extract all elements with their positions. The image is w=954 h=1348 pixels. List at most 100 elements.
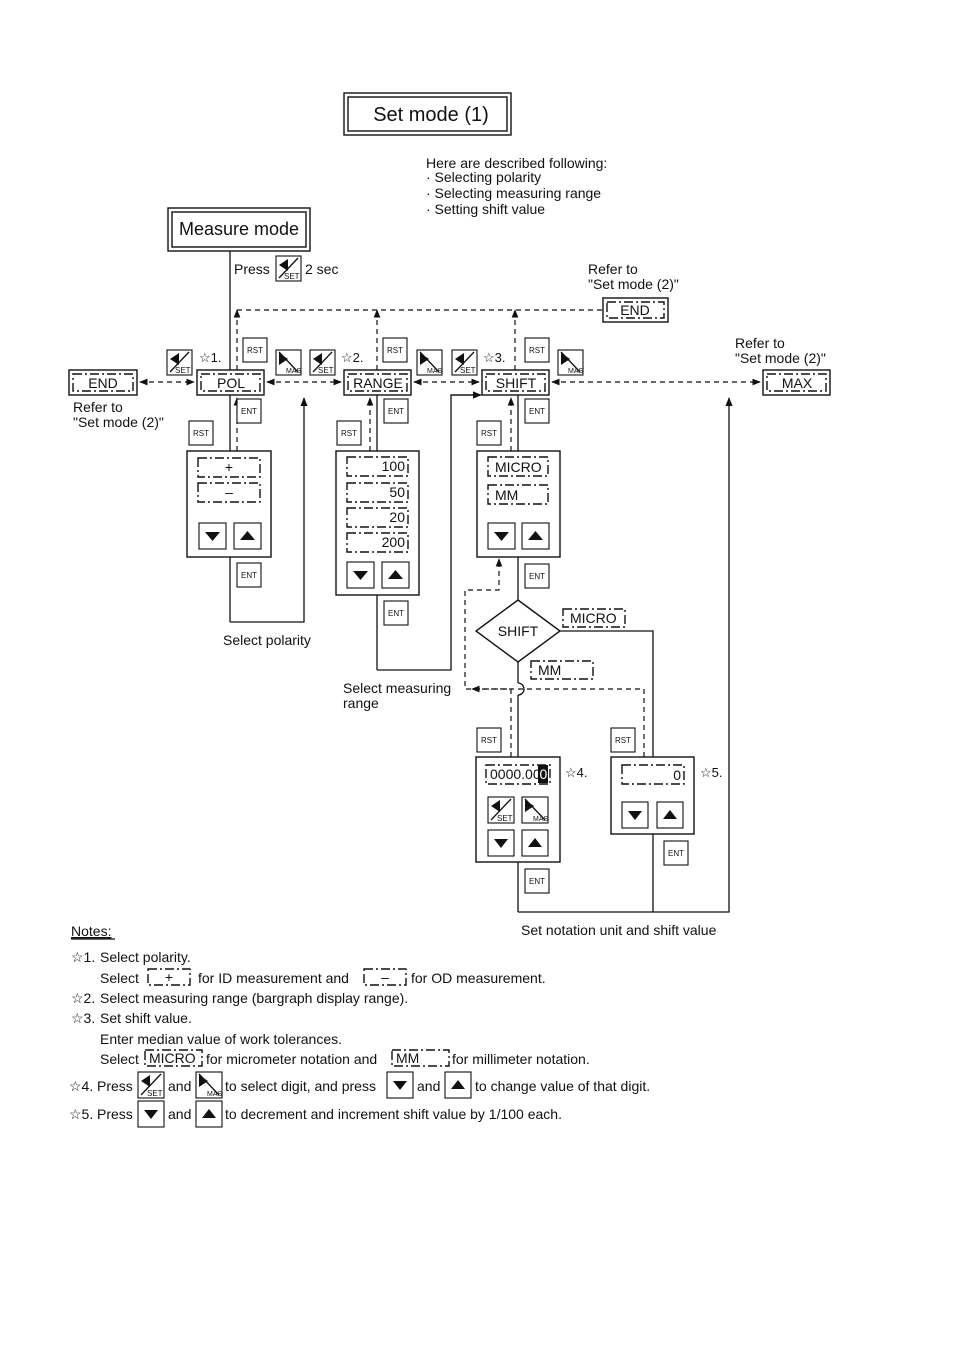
up-key-icon [381,561,410,589]
intro-item: · Selecting polarity [426,169,541,185]
svg-text:MAS: MAS [207,1091,223,1098]
mas-key-icon: MAS [557,349,584,376]
note-mm-box [391,1049,450,1067]
note-5-and: and [168,1106,191,1122]
micro-branch-label: MICRO [562,608,626,628]
caption-set-notation: Set notation unit and shift value [521,922,717,938]
svg-text:ENT: ENT [529,407,545,416]
page-title: Set mode (1) [373,104,489,126]
up-key-icon [521,522,550,550]
measure-mode-box: Measure mode [167,207,311,252]
rst-key: RST [610,727,636,753]
note-star: ☆3. [71,1010,95,1026]
svg-text:SET: SET [175,366,191,375]
press-label: Press [234,261,270,277]
set-key-icon: SET [166,349,193,376]
svg-text:RST: RST [615,736,631,745]
star-5: ☆5. [700,765,723,780]
mm-branch-label: MM [530,660,594,680]
down-key-icon [487,522,516,550]
shift-value-cursor: 0 [540,766,548,782]
polarity-option: + [225,459,233,475]
note-4-and: and [417,1078,440,1094]
svg-text:RST: RST [529,346,545,355]
svg-text:ENT: ENT [529,572,545,581]
shift-box: SHIFT [481,369,550,396]
ent-key: ENT [236,562,262,588]
increment-panel: 0 [610,756,695,835]
note-star: ☆2. [71,990,95,1006]
svg-text:SHIFT: SHIFT [498,623,539,639]
set-key-icon: SET [309,349,336,376]
ent-key: ENT [236,398,262,424]
svg-text:MICRO: MICRO [570,610,617,626]
caption-select-range: Select measuring [343,680,451,696]
note-1-end: for OD measurement. [411,970,546,986]
polarity-option: – [225,484,233,500]
note-star: ☆4. [69,1078,93,1094]
svg-text:SET: SET [497,814,513,823]
svg-text:SET: SET [284,272,300,281]
pol-box: POL [196,369,265,396]
rst-key: RST [336,420,362,446]
rst-return-arrow [464,558,512,757]
refer-set-mode2-left: "Set mode (2)" [73,414,164,430]
down-key-icon [487,829,515,857]
note-1-title: Select polarity. [100,949,191,965]
down-key-icon [621,801,649,829]
range-option: 100 [382,458,406,474]
ent-key: ENT [663,840,689,866]
notes-heading: Notes: [71,923,111,939]
svg-text:SET: SET [318,366,334,375]
shift-unit-option: MICRO [495,459,542,475]
refer-to-right: Refer to [735,335,785,351]
down-key-icon [198,522,227,550]
shift-value-panel: 0000.00 0 SET MAS [475,756,561,863]
rst-key: RST [476,727,502,753]
refer-to-top: Refer to [588,261,638,277]
range-option: 200 [382,534,406,550]
note-mm: MM [396,1050,419,1066]
svg-text:SET: SET [147,1089,163,1098]
note-micro: MICRO [149,1050,196,1066]
line-hop [517,682,525,696]
svg-text:ENT: ENT [529,877,545,886]
caption-select-polarity: Select polarity [223,632,311,648]
svg-text:RST: RST [193,429,209,438]
up-key-icon [195,1100,223,1128]
caption-select-range: range [343,695,379,711]
note-4-mid: to select digit, and press [225,1078,376,1094]
refer-set-mode2-top: "Set mode (2)" [588,276,679,292]
note-1-select: Select [100,970,139,986]
two-sec-label: 2 sec [305,261,338,277]
star-1: ☆1. [199,350,222,365]
up-key-icon [656,801,684,829]
star-4: ☆4. [565,765,588,780]
end-box-left: END [68,369,138,396]
svg-text:END: END [88,375,118,391]
rst-key: RST [476,420,502,446]
range-box: RANGE [343,369,412,396]
svg-text:MAS: MAS [568,368,584,375]
note-4-press: Press [97,1078,133,1094]
shift-decision-diamond: SHIFT [474,599,562,663]
down-key-icon [346,561,375,589]
range-option: 50 [389,484,405,500]
note-3-mid: for micrometer notation and [206,1051,377,1067]
note-4-and: and [168,1078,191,1094]
shift-value-digits: 0000.00 [490,766,541,782]
note-star: ☆5. [69,1106,93,1122]
note-micro-box [144,1049,203,1067]
svg-text:MAS: MAS [533,816,549,823]
intro-heading: Here are described following: [426,155,607,171]
shift-unit-option: MM [495,487,518,503]
svg-text:ENT: ENT [241,407,257,416]
ent-key: ENT [383,600,409,626]
set-key-icon: SET [451,349,478,376]
rst-key: RST [242,337,268,363]
note-3-title: Set shift value. [100,1010,192,1026]
svg-text:ENT: ENT [241,571,257,580]
svg-text:ENT: ENT [388,407,404,416]
ent-key: ENT [524,398,550,424]
intro-item: · Setting shift value [426,201,545,217]
